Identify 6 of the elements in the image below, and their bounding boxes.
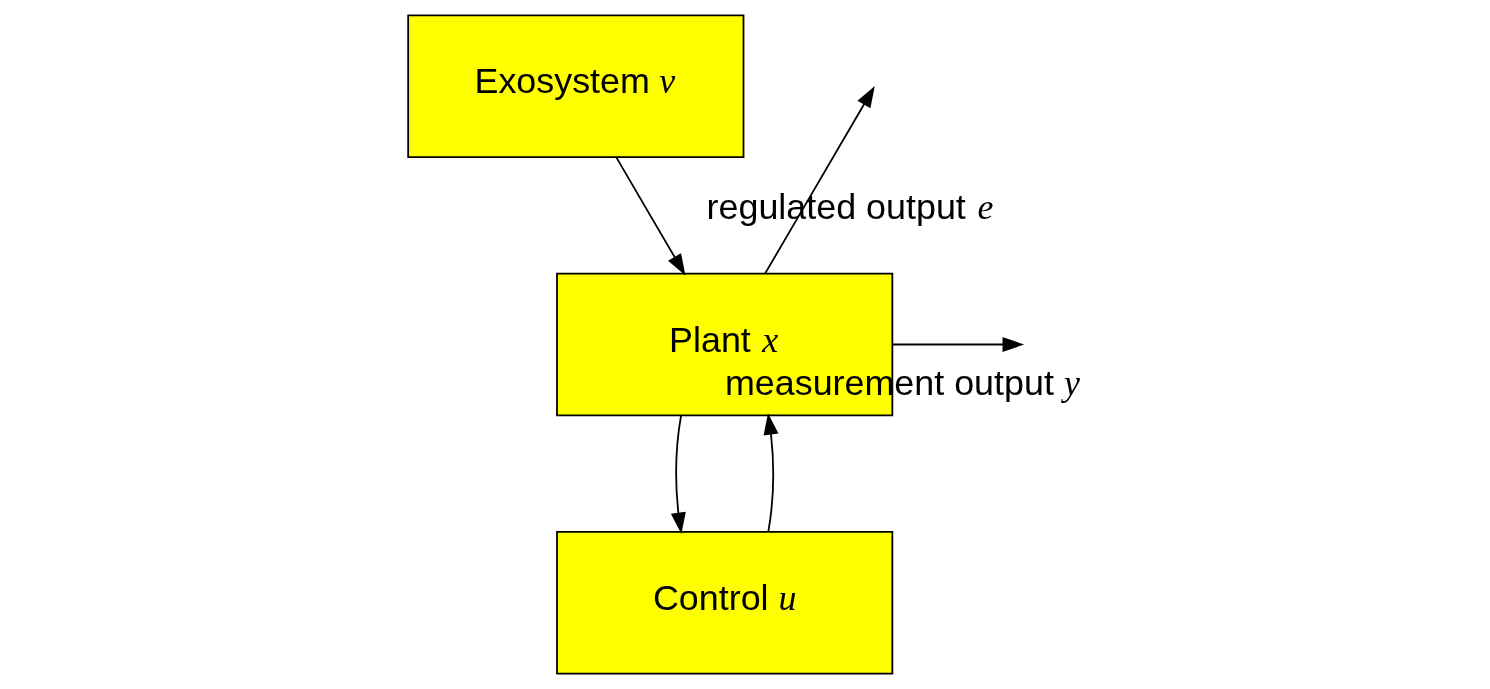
node-box: Exosystem v <box>407 14 745 158</box>
arrow <box>763 413 779 533</box>
arrow <box>891 336 1025 353</box>
node-box: Control u <box>556 531 894 675</box>
arrow <box>615 156 686 276</box>
arrow <box>670 414 686 535</box>
